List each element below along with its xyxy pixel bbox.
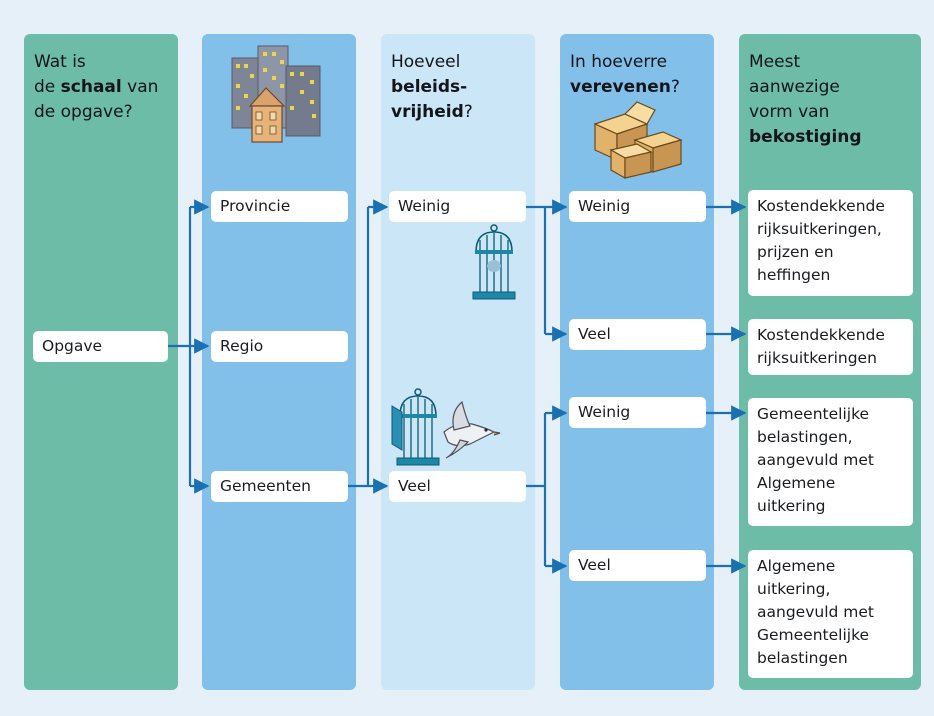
column-policy-freedom: Hoeveel beleids- vrijheid? (381, 34, 535, 690)
open-birdcage-with-bird-icon (391, 388, 501, 466)
column-heading-freedom: Hoeveel beleids- vrijheid? (391, 52, 473, 122)
box-equalize-veel-1: Veel (569, 319, 706, 350)
column-heading-scale: Wat is de schaal van de opgave? (34, 52, 159, 122)
city-buildings-icon (231, 45, 321, 143)
box-freedom-veel: Veel (389, 471, 526, 502)
box-equalize-weinig-1: Weinig (569, 191, 706, 222)
box-funding-4: Algemene uitkering, aangevuld met Gemeen… (748, 550, 913, 678)
boxes-icon (593, 101, 683, 180)
column-heading-funding: Meest aanwezige vorm van bekostiging (749, 52, 862, 147)
box-funding-3: Gemeentelijke belastingen, aangevuld met… (748, 398, 913, 526)
column-heading-equalize: In hoeverre verevenen? (570, 52, 680, 97)
column-government-level (202, 34, 356, 690)
box-equalize-weinig-2: Weinig (569, 397, 706, 428)
box-regio: Regio (211, 331, 348, 362)
column-scale-of-task: Wat is de schaal van de opgave? (24, 34, 178, 690)
box-funding-1: Kostendekkende rijksuitkeringen, prijzen… (748, 190, 913, 296)
closed-birdcage-icon (472, 224, 516, 300)
box-equalize-veel-2: Veel (569, 550, 706, 581)
box-provincie: Provincie (211, 191, 348, 222)
box-funding-2: Kostendekkende rijksuitkeringen (748, 319, 913, 375)
box-gemeenten: Gemeenten (211, 471, 348, 502)
box-opgave: Opgave (33, 331, 168, 362)
box-freedom-weinig: Weinig (389, 191, 526, 222)
